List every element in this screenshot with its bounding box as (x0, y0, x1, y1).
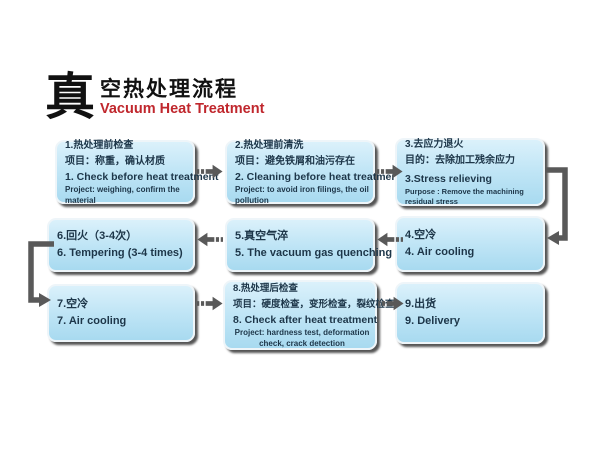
step-line: 3.去应力退火 (405, 138, 464, 150)
step-box-8-check-after: 8.热处理后检查 项目：硬度检查，变形检查，裂纹检查 8. Check afte… (223, 280, 395, 350)
step-line: 7.空冷 (57, 298, 89, 310)
page-title: 真 空热处理流程 Vacuum Heat Treatment (45, 72, 264, 122)
arrow-left-icon (377, 231, 403, 248)
step-line: 1. Check before heat treatment (65, 171, 219, 183)
arrow-right-icon (197, 295, 223, 312)
elbow-connector-down-left-icon (546, 162, 576, 250)
step-box-6-tempering: 6.回火（3-4次） 6. Tempering (3-4 times) (47, 218, 195, 272)
step-line: 2.热处理前清洗 (235, 140, 304, 151)
step-line: 项目：硬度检查，变形检查，裂纹检查 (233, 299, 395, 310)
step-line: Project: weighing, confirm the material (65, 185, 180, 205)
step-line: 5. The vacuum gas quenching (235, 247, 393, 259)
step-line: 8.热处理后检查 (233, 283, 298, 294)
elbow-connector-down-right-icon (22, 238, 54, 310)
step-box-1-check-before: 1.热处理前检查 项目：称重，确认材质 1. Check before heat… (55, 140, 219, 205)
step-line: 5.真空气淬 (235, 230, 289, 242)
arrow-right-icon (378, 295, 404, 312)
step-line: 1.热处理前检查 (65, 140, 134, 151)
step-line: 4.空冷 (405, 229, 437, 241)
title-chinese: 空热处理流程 (100, 78, 238, 101)
step-line: 项目：避免铁屑和油污存在 (235, 156, 355, 167)
arrow-left-icon (197, 231, 223, 248)
step-line: 8. Check after heat treatment (233, 314, 378, 326)
step-line: 3.Stress relieving (405, 172, 492, 185)
step-box-9-delivery: 9.出货 9. Delivery (395, 282, 545, 344)
title-big-character: 真 (45, 69, 95, 125)
step-box-5-vacuum-gas-quenching: 5.真空气淬 5. The vacuum gas quenching (225, 218, 393, 272)
step-box-2-cleaning-before: 2.热处理前清洗 项目：避免铁屑和油污存在 2. Cleaning before… (225, 140, 402, 205)
step-line: 项目：称重，确认材质 (65, 156, 165, 167)
step-line: 4. Air cooling (405, 246, 475, 258)
step-line: Purpose : Remove the machining residual … (405, 186, 524, 207)
step-line: 目的：去除加工残余应力 (405, 154, 515, 166)
arrow-right-icon (197, 163, 223, 180)
step-line: Project: hardness test, deformation chec… (234, 328, 370, 348)
step-line: 2. Cleaning before heat treatment (235, 171, 402, 183)
title-english: Vacuum Heat Treatment (100, 101, 265, 117)
step-line: Project: to avoid iron filings, the oil … (235, 185, 369, 205)
step-line: 9.出货 (405, 298, 437, 310)
arrow-right-icon (377, 163, 403, 180)
step-line: 9. Delivery (405, 315, 461, 327)
title-text-block: 空热处理流程 Vacuum Heat Treatment (100, 72, 264, 118)
step-box-4-air-cooling: 4.空冷 4. Air cooling (395, 216, 545, 272)
step-line: 6. Tempering (3-4 times) (57, 247, 183, 259)
step-box-3-stress-relieving: 3.去应力退火 目的：去除加工残余应力 3.Stress relieving P… (395, 138, 545, 206)
step-box-7-air-cooling: 7.空冷 7. Air cooling (47, 284, 195, 342)
step-line: 6.回火（3-4次） (57, 230, 138, 242)
step-line: 7. Air cooling (57, 315, 127, 327)
